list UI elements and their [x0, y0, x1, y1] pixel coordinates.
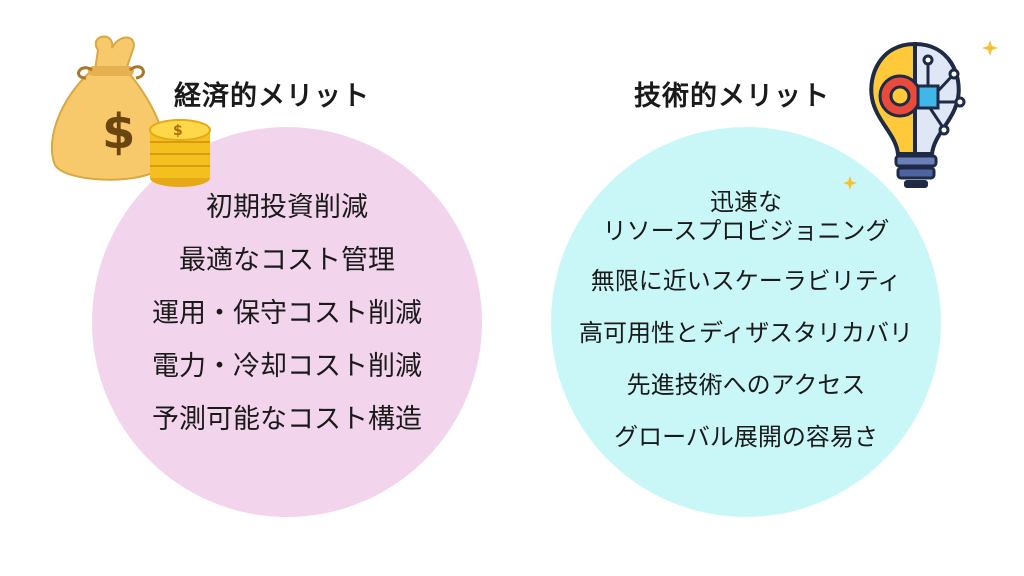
sparkle-icon	[982, 40, 998, 56]
economic-item: 電力・冷却コスト削減	[152, 351, 422, 382]
sparkle-icon	[843, 176, 857, 190]
technical-item-line: リソースプロビジョニング	[602, 217, 890, 245]
economic-items-list: 初期投資削減 最適なコスト管理 運用・保守コスト削減 電力・冷却コスト削減 予測…	[92, 191, 482, 456]
svg-text:$: $	[102, 104, 135, 160]
technical-item: 迅速な リソースプロビジョニング	[536, 188, 956, 246]
technical-item: 無限に近いスケーラビリティ	[536, 267, 956, 296]
money-bag-coins-icon: $ $	[50, 35, 211, 187]
technical-item: 高可用性とディザスタリカバリ	[536, 319, 956, 348]
economic-heading: 経済的メリット	[174, 81, 370, 112]
technical-items-list: 迅速な リソースプロビジョニング 無限に近いスケーラビリティ 高可用性とディザス…	[536, 188, 956, 475]
technical-item-line: 迅速な	[710, 188, 782, 216]
technical-heading: 技術的メリット	[634, 81, 830, 112]
technical-item: グローバル展開の容易さ	[536, 423, 956, 452]
technical-item: 先進技術へのアクセス	[536, 371, 956, 400]
economic-item: 初期投資削減	[206, 192, 368, 223]
economic-item: 運用・保守コスト削減	[152, 298, 422, 329]
economic-item: 予測可能なコスト構造	[152, 404, 422, 435]
technical-item-line: グローバル展開の容易さ	[614, 423, 878, 451]
technical-item-line: 高可用性とディザスタリカバリ	[578, 319, 914, 347]
technical-circle	[551, 127, 941, 517]
economic-item: 最適なコスト管理	[179, 245, 395, 276]
svg-text:$: $	[173, 123, 183, 139]
technical-item-line: 無限に近いスケーラビリティ	[590, 267, 902, 295]
economic-circle	[92, 127, 482, 517]
technical-item-line: 先進技術へのアクセス	[626, 371, 866, 399]
tech-lightbulb-icon	[869, 41, 966, 188]
